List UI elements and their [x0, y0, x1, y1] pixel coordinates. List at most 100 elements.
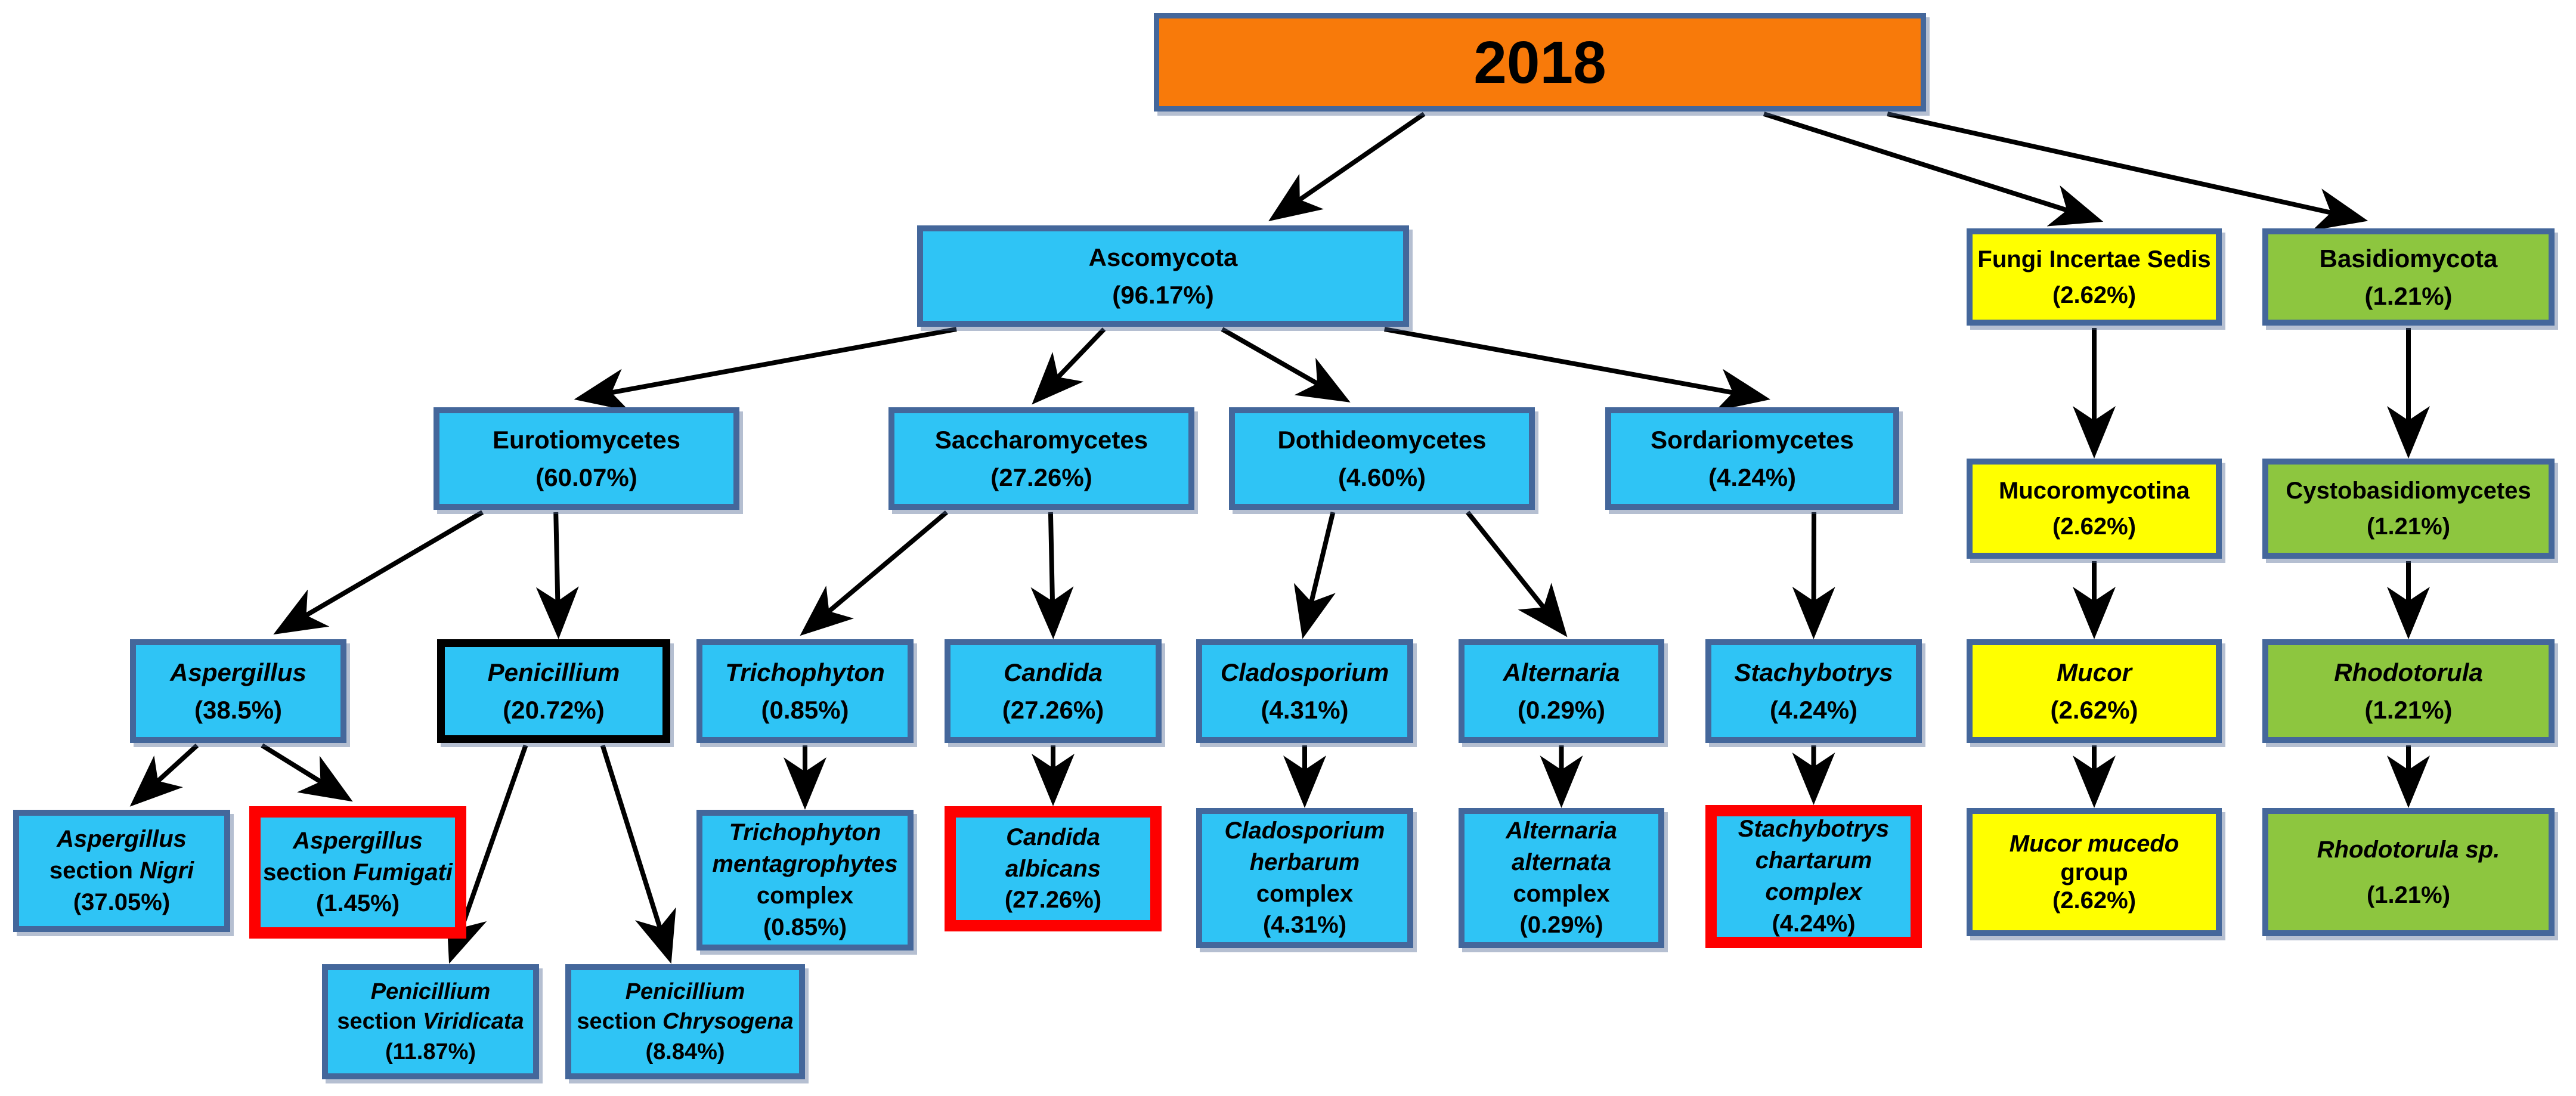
arrow-y2018-to-fis [1763, 112, 2104, 227]
node-percentage: (37.05%) [73, 888, 171, 915]
node-percentage: (4.31%) [1262, 912, 1347, 939]
node-percentage: (2.62%) [2052, 513, 2137, 540]
node-mucor: Mucor (2.62%) [1967, 639, 2222, 743]
node-label: Sordariomycetes [1651, 426, 1854, 454]
node-percentage: (4.31%) [1261, 696, 1349, 724]
node-cystobasidiomycetes: Cystobasidiomycetes (1.21%) [2262, 459, 2555, 559]
node-penicillium: Penicillium (20.72%) [437, 639, 670, 743]
node-eurotiomycetes: Eurotiomycetes (60.07%) [434, 407, 739, 510]
node-suffix: group [2060, 859, 2128, 886]
node-label: Penicillium [487, 658, 620, 686]
arrow-sordariomycetes-to-stachybotrys [1792, 512, 1835, 639]
node-genus: Stachybotrys [1738, 816, 1890, 843]
node-epithet: Fumigati [353, 859, 453, 886]
node-penicillium-section-viridicata: Penicillium section Viridicata (11.87%) [322, 964, 539, 1079]
node-percentage: (11.87%) [385, 1039, 476, 1064]
node-genus: Penicillium [370, 979, 491, 1005]
node-percentage: (0.85%) [761, 696, 849, 724]
node-species: Rhodotorula sp. [2317, 836, 2500, 863]
node-label: Cladosporium [1220, 658, 1389, 686]
node-suffix: complex [1765, 879, 1862, 905]
node-trichophyton: Trichophyton (0.85%) [696, 639, 914, 743]
node-stachybotrys: Stachybotrys (4.24%) [1705, 639, 1922, 743]
arrow-eurotiomycetes-to-penicillium [535, 512, 579, 639]
arrow-ascomycota-to-sordariomycetes [1384, 327, 1771, 411]
node-percentage: (1.45%) [315, 890, 400, 917]
node-species: albicans [1005, 855, 1101, 882]
node-species: herbarum [1249, 849, 1360, 875]
node-rank: section [577, 1009, 657, 1035]
node-percentage: (1.21%) [2364, 696, 2453, 724]
arrow-penicillium-to-pen_chrysogena [600, 744, 676, 964]
node-percentage: (8.84%) [645, 1039, 725, 1064]
arrow-dothideomycetes-to-alternaria [1466, 510, 1568, 637]
node-rhodotorula-sp: Rhodotorula sp. (1.21%) [2262, 808, 2555, 936]
node-epithet: Nigri [140, 857, 194, 884]
node-label: Rhodotorula [2334, 658, 2483, 686]
arrow-dothideomycetes-to-cladosporium [1293, 512, 1336, 639]
node-label: Alternaria [1503, 658, 1620, 686]
node-genus: Candida [1006, 823, 1100, 850]
node-label: Eurotiomycetes [492, 426, 681, 454]
node-percentage: (4.24%) [1769, 696, 1858, 724]
arrow-y2018-to-basidiomycota [1887, 112, 2368, 231]
node-label: Cystobasidiomycetes [2286, 478, 2531, 504]
node-mucor-mucedo-group: Mucor mucedo group (2.62%) [1967, 808, 2222, 936]
node-percentage: (27.26%) [990, 463, 1092, 491]
node-percentage: (60.07%) [535, 463, 637, 491]
node-genus: Cladosporium [1224, 817, 1385, 844]
node-dothideomycetes: Dothideomycetes (4.60%) [1229, 407, 1535, 510]
node-suffix: complex [756, 883, 854, 909]
node-species: Mucor mucedo [2009, 830, 2179, 857]
node-label: Saccharomycetes [934, 426, 1148, 454]
node-label: Ascomycota [1088, 243, 1238, 271]
node-percentage: (1.21%) [2366, 513, 2451, 540]
arrow-aspergillus-to-asp_nigri [129, 744, 199, 807]
node-percentage: (96.17%) [1112, 281, 1214, 309]
node-epithet: Chrysogena [662, 1009, 794, 1035]
arrow-eurotiomycetes-to-aspergillus [273, 510, 484, 635]
node-label: Dothideomycetes [1277, 426, 1487, 454]
node-ascomycota: Ascomycota (96.17%) [917, 225, 1409, 327]
arrow-aspergillus-to-asp_fumigati [261, 743, 353, 802]
node-fungi-incertae-sedis: Fungi Incertae Sedis (2.62%) [1967, 228, 2222, 326]
node-percentage: (20.72%) [503, 696, 605, 724]
node-percentage: (0.85%) [763, 914, 847, 940]
node-aspergillus: Aspergillus (38.5%) [130, 639, 346, 743]
node-percentage: (2.62%) [2050, 696, 2138, 724]
node-rhodotorula: Rhodotorula (1.21%) [2262, 639, 2555, 743]
node-alternaria-alternata-complex: Alternaria alternata complex (0.29%) [1459, 808, 1664, 948]
node-basidiomycota: Basidiomycota (1.21%) [2262, 228, 2555, 326]
node-suffix: complex [1513, 880, 1610, 907]
node-genus: Trichophyton [729, 819, 881, 846]
node-percentage: (4.24%) [1772, 910, 1856, 937]
node-percentage: (4.60%) [1337, 463, 1426, 491]
node-percentage: (1.21%) [2364, 281, 2453, 310]
node-label: Candida [1004, 658, 1103, 686]
node-candida: Candida (27.26%) [945, 639, 1162, 743]
node-label: Basidiomycota [2319, 244, 2498, 273]
node-percentage: (1.21%) [2366, 881, 2451, 908]
node-penicillium-section-chrysogena: Penicillium section Chrysogena (8.84%) [565, 964, 805, 1079]
node-trichophyton-mentagrophytes-complex: Trichophyton mentagrophytes complex (0.8… [696, 810, 914, 951]
node-aspergillus-section-fumigati: Aspergillus section Fumigati (1.45%) [249, 806, 466, 939]
node-label: Mucoromycotina [1998, 478, 2190, 504]
node-cladosporium-herbarum-complex: Cladosporium herbarum complex (4.31%) [1196, 808, 1413, 948]
node-sordariomycetes: Sordariomycetes (4.24%) [1605, 407, 1899, 510]
node-species: chartarum [1755, 847, 1872, 874]
node-mucoromycotina: Mucoromycotina (2.62%) [1967, 459, 2222, 559]
node-label: Stachybotrys [1734, 658, 1893, 686]
arrow-ascomycota-to-eurotiomycetes [574, 327, 957, 411]
node-percentage: (38.5%) [194, 696, 283, 724]
arrow-saccharomycetes-to-trichophyton [800, 510, 949, 636]
node-saccharomycetes: Saccharomycetes (27.26%) [888, 407, 1194, 510]
node-suffix: complex [1256, 880, 1354, 907]
node-label: Aspergillus [170, 658, 306, 686]
node-label: 2018 [1473, 29, 1606, 96]
node-percentage: (2.62%) [2052, 281, 2137, 308]
arrow-saccharomycetes-to-candida [1030, 512, 1074, 639]
node-rank: section [337, 1009, 417, 1035]
node-percentage: (0.29%) [1519, 912, 1603, 939]
node-species: mentagrophytes [712, 851, 898, 878]
